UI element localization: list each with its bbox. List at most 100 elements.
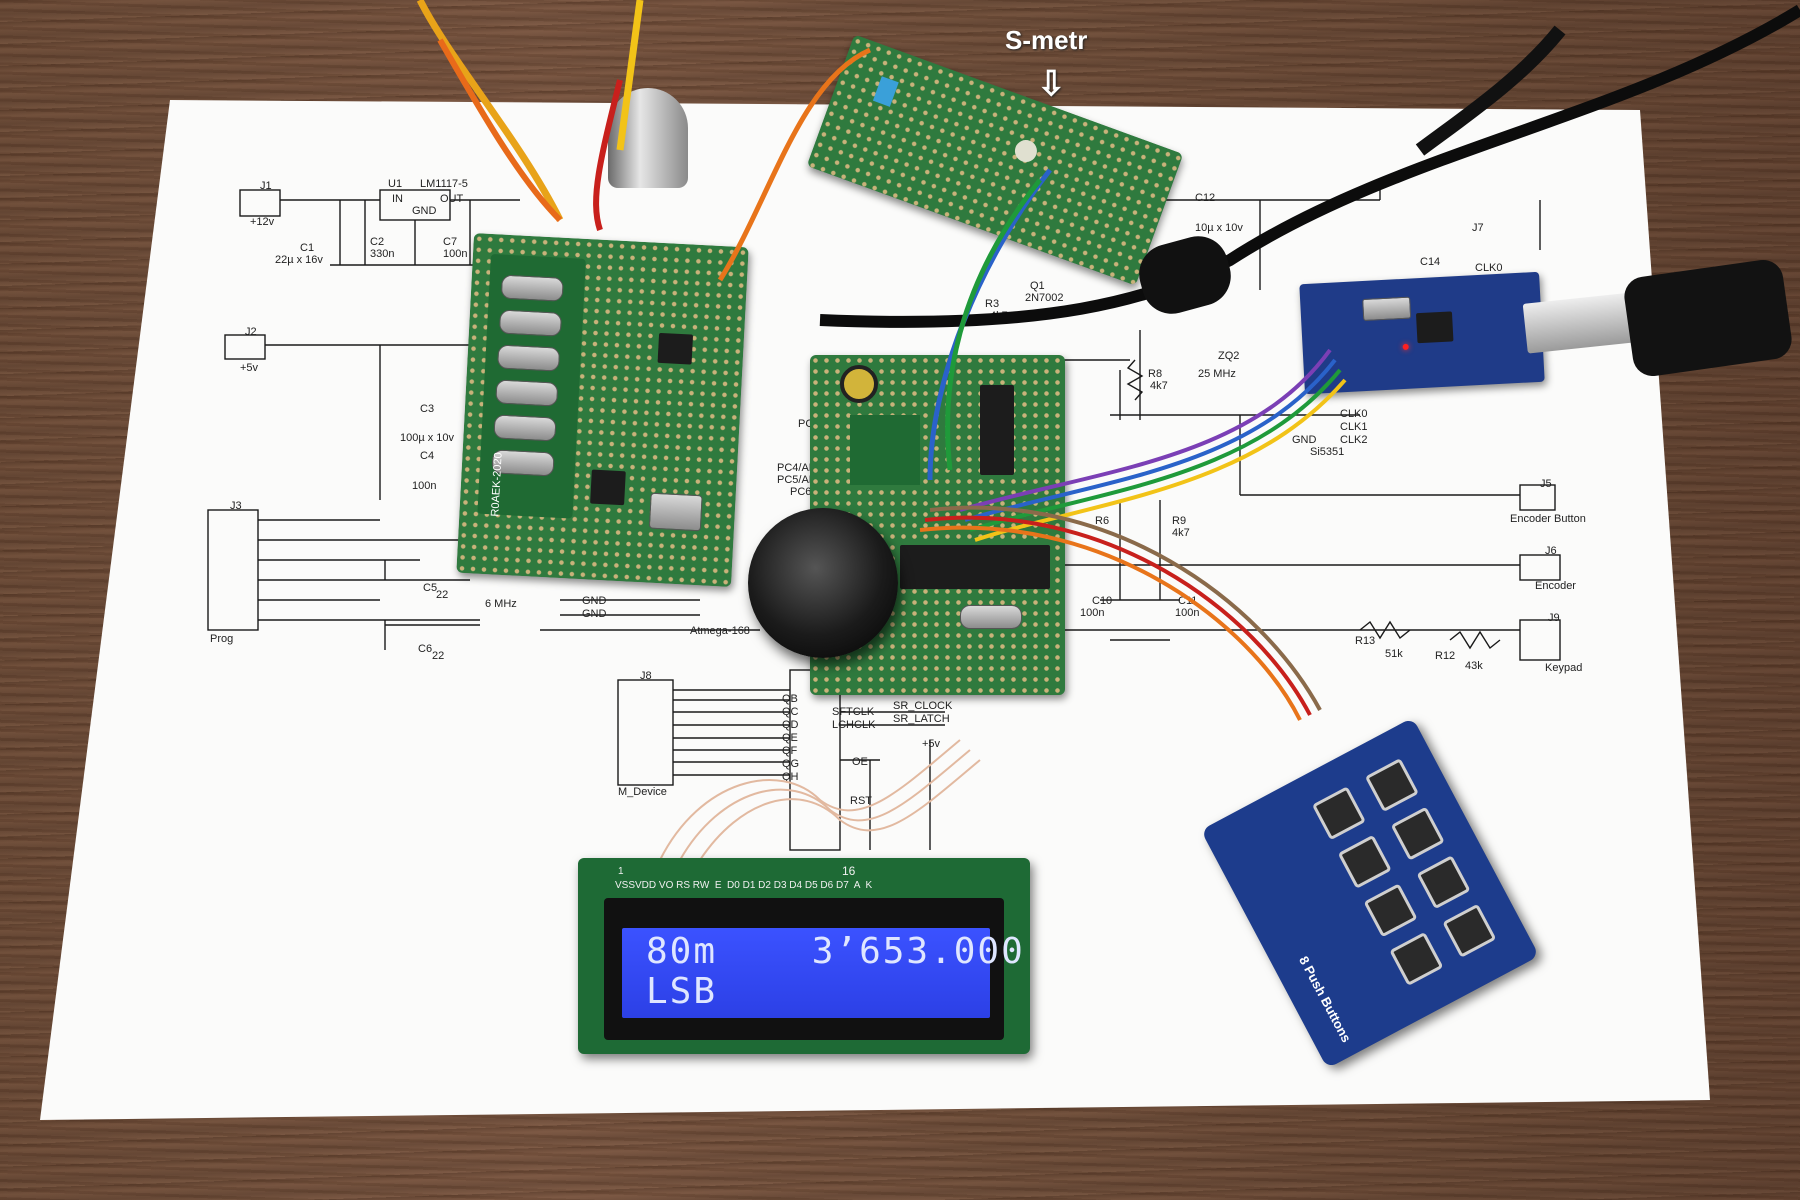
r9-label: R9 xyxy=(1172,515,1187,527)
keypad-button-5[interactable] xyxy=(1363,883,1418,938)
c3-value: 100µ x 10v xyxy=(400,432,455,444)
clk0-top: CLK0 xyxy=(1475,262,1503,274)
pin-qf: QF xyxy=(782,745,798,757)
pin-qb: QB xyxy=(782,693,798,705)
s-metr-annotation: S-metr xyxy=(1005,25,1088,55)
lcd-screen: 80m 3’653.000 LSB xyxy=(622,928,1023,1018)
keypad-button-2[interactable] xyxy=(1364,758,1419,813)
si5351-module xyxy=(850,415,920,485)
q1-label: Q1 xyxy=(1030,280,1045,292)
si5351-label: Si5351 xyxy=(1310,446,1345,458)
pin-qc: QC xyxy=(782,706,799,718)
c14-label: C14 xyxy=(1420,256,1441,268)
pin-qe: QE xyxy=(782,732,798,744)
q1-part: 2N7002 xyxy=(1025,292,1064,304)
c10-label: C10 xyxy=(1092,595,1113,607)
c6-label: C6 xyxy=(418,643,433,655)
c2-label: C2 xyxy=(370,236,385,248)
pin-pc: PC xyxy=(798,418,814,430)
net-sr-clock: SR_CLOCK xyxy=(893,700,953,712)
pin-pc6: PC6 xyxy=(790,486,812,498)
pin-lchclk: LCHCLK xyxy=(832,719,876,731)
pin-qh: QH xyxy=(782,771,799,783)
j3-label: J3 xyxy=(230,500,242,512)
c6-value: 22 xyxy=(432,650,445,662)
lcd-line-1: 80m 3’653.000 xyxy=(646,931,1025,972)
gnd-label-1: GND xyxy=(582,595,607,607)
c4-label: C4 xyxy=(420,450,435,462)
keypad-button-3[interactable] xyxy=(1337,834,1392,889)
net-plus5: +5v xyxy=(922,738,941,750)
j5-label: J5 xyxy=(1540,478,1552,490)
zq2-label: ZQ2 xyxy=(1218,350,1240,362)
gnd-label-3: GND xyxy=(1292,434,1317,446)
c1-label: C1 xyxy=(300,242,315,254)
j8-name: M_Device xyxy=(618,786,667,798)
r12-value: 43k xyxy=(1465,660,1483,672)
c5-value: 22 xyxy=(436,589,449,601)
c3-label: C3 xyxy=(420,403,435,415)
ic-shift-register xyxy=(980,385,1014,475)
u1-gnd: GND xyxy=(412,205,437,217)
lcd-pin-start: 1 xyxy=(618,866,624,877)
j1-voltage: +12v xyxy=(250,216,275,228)
mcu-crystal xyxy=(960,605,1022,629)
u1-part: LM1117-5 xyxy=(420,178,468,190)
mcu-label: Atmega-168 xyxy=(690,625,750,637)
lcd-pin-end: 16 xyxy=(842,864,856,878)
crystal-freq: 6 MHz xyxy=(485,598,517,610)
net-sr-latch: SR_LATCH xyxy=(893,713,950,725)
r3-label: R3 xyxy=(985,298,1000,310)
toroid-inductor xyxy=(840,365,878,403)
pin-qd: QD xyxy=(782,719,799,731)
pin-qg: QG xyxy=(782,758,800,770)
c1-value: 22µ x 16v xyxy=(275,254,323,266)
clk2-label: CLK2 xyxy=(1340,434,1368,446)
r8-value: 4k7 xyxy=(1150,380,1168,392)
r9-value: 4k7 xyxy=(1172,527,1190,539)
lcd-pin-labels: VSSVDD VO RS RW E D0 D1 D2 D3 D4 D5 D6 D… xyxy=(615,880,873,891)
j9-name: Keypad xyxy=(1545,662,1583,674)
r13-value: 51k xyxy=(1385,648,1403,660)
r13-label: R13 xyxy=(1355,635,1376,647)
c11-value: 100n xyxy=(1175,607,1200,619)
c11-label: C11 xyxy=(1178,595,1198,607)
r8-label: R8 xyxy=(1148,368,1163,380)
down-arrow-icon: ⇩ xyxy=(1037,65,1066,103)
lcd-line-2: LSB xyxy=(646,971,718,1012)
keypad-button-1[interactable] xyxy=(1311,786,1366,841)
c4-value: 100n xyxy=(412,480,437,492)
r6-label: R6 xyxy=(1095,515,1110,527)
clk1-label: CLK1 xyxy=(1340,421,1368,433)
pin-oe: OE xyxy=(852,756,868,768)
j2-label: J2 xyxy=(245,326,257,338)
gnd-label-2: GND xyxy=(582,608,607,620)
clk0-label: CLK0 xyxy=(1340,408,1368,420)
r12-label: R12 xyxy=(1435,650,1456,662)
pin-pc4: PC4/AD xyxy=(777,462,817,474)
keypad-button-7[interactable] xyxy=(1389,931,1444,986)
zq2-value: 25 MHz xyxy=(1198,368,1236,380)
c7-value: 100n xyxy=(443,248,468,260)
j6-label: J6 xyxy=(1545,545,1557,557)
encoder-knob[interactable] xyxy=(748,508,898,658)
pin-rst: RST xyxy=(850,795,872,807)
c10-value: 100n xyxy=(1080,607,1105,619)
j9-label: J9 xyxy=(1548,612,1560,624)
keypad-button-4[interactable] xyxy=(1390,806,1445,861)
u1-in: IN xyxy=(392,193,403,205)
c7-label: C7 xyxy=(443,236,458,248)
u1-out: OUT xyxy=(440,193,464,205)
c2-value: 330n xyxy=(370,248,395,260)
j1-label: J1 xyxy=(260,180,272,192)
pin-pc5: PC5/AD xyxy=(777,474,817,486)
j5-name: Encoder Button xyxy=(1510,513,1586,525)
j2-voltage: +5v xyxy=(240,362,259,374)
j3-name: Prog xyxy=(210,633,234,645)
ic-atmega xyxy=(900,545,1050,589)
keypad-button-8[interactable] xyxy=(1442,903,1497,958)
keypad-button-6[interactable] xyxy=(1416,855,1471,910)
u1-label: U1 xyxy=(388,178,403,190)
